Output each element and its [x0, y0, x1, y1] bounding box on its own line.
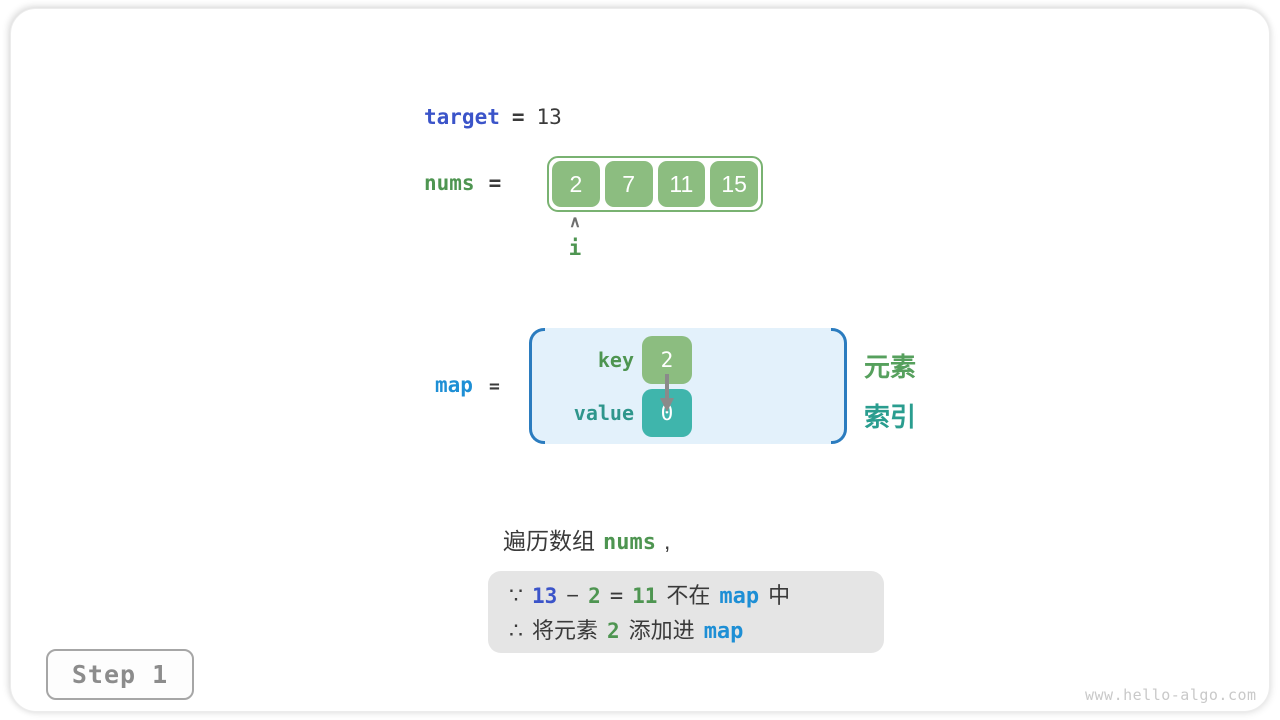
array-cell: 15: [710, 161, 758, 207]
caption-line: 遍历数组 nums,: [503, 522, 670, 556]
nums-variable: nums: [424, 171, 475, 195]
nums-equals: =: [488, 171, 502, 195]
reason-add-element: 2: [607, 619, 620, 643]
array-cell: 2: [552, 161, 600, 207]
map-bracket-left: [529, 328, 545, 444]
legend-element-label: 元素: [864, 352, 917, 382]
therefore-symbol: ∴: [509, 618, 523, 643]
reason-line-2: ∴ 将元素 2 添加进 map: [509, 614, 884, 649]
reason-not-in-text: 不在: [666, 583, 711, 608]
reason-add-middle: 添加进: [628, 618, 695, 643]
index-pointer-label: i: [568, 236, 582, 260]
diagram-card: target = 13 nums = 2 7 11 15 ∧ i map = key v…: [10, 8, 1270, 712]
reason-map-code: map: [719, 584, 760, 609]
map-line: map =: [435, 373, 500, 398]
caption-prefix: 遍历数组: [503, 528, 595, 554]
nums-array: 2 7 11 15: [547, 156, 763, 212]
reason-target-value: 13: [532, 584, 558, 608]
reason-difference: 11: [632, 584, 658, 608]
target-value: 13: [536, 105, 562, 129]
reason-element-value: 2: [588, 584, 601, 608]
map-key-label: key: [597, 348, 634, 372]
reason-line-1: ∵ 13−2 = 11 不在 map 中: [509, 579, 884, 614]
reason-equals: =: [609, 584, 624, 609]
map-container: key value 2 0: [529, 328, 847, 444]
reason-add-map-code: map: [703, 619, 744, 644]
watermark: www.hello-algo.com: [1085, 686, 1257, 704]
reason-add-prefix: 将元素: [532, 618, 599, 643]
array-cell: 7: [604, 161, 653, 207]
legend-index-label: 索引: [864, 402, 917, 432]
target-variable: target: [424, 105, 500, 129]
map-value-cell: 0: [642, 389, 692, 437]
because-symbol: ∵: [509, 583, 523, 608]
map-equals: =: [488, 376, 500, 397]
array-cell: 11: [657, 161, 706, 207]
caption-comma: ,: [663, 528, 671, 554]
caption-nums-code: nums: [603, 530, 656, 555]
caret-up-icon: ∧: [569, 214, 581, 231]
reason-in-suffix: 中: [768, 583, 791, 608]
map-bracket-right: [831, 328, 847, 444]
nums-line: nums =: [424, 171, 501, 196]
minus-sign: −: [566, 583, 580, 608]
map-value-label: value: [573, 401, 634, 425]
step-badge: Step 1: [46, 649, 194, 700]
target-line: target = 13: [424, 105, 562, 130]
map-variable: map: [435, 373, 473, 397]
target-equals: =: [511, 105, 525, 129]
map-key-cell: 2: [642, 336, 692, 384]
index-pointer: ∧ i: [551, 213, 599, 261]
